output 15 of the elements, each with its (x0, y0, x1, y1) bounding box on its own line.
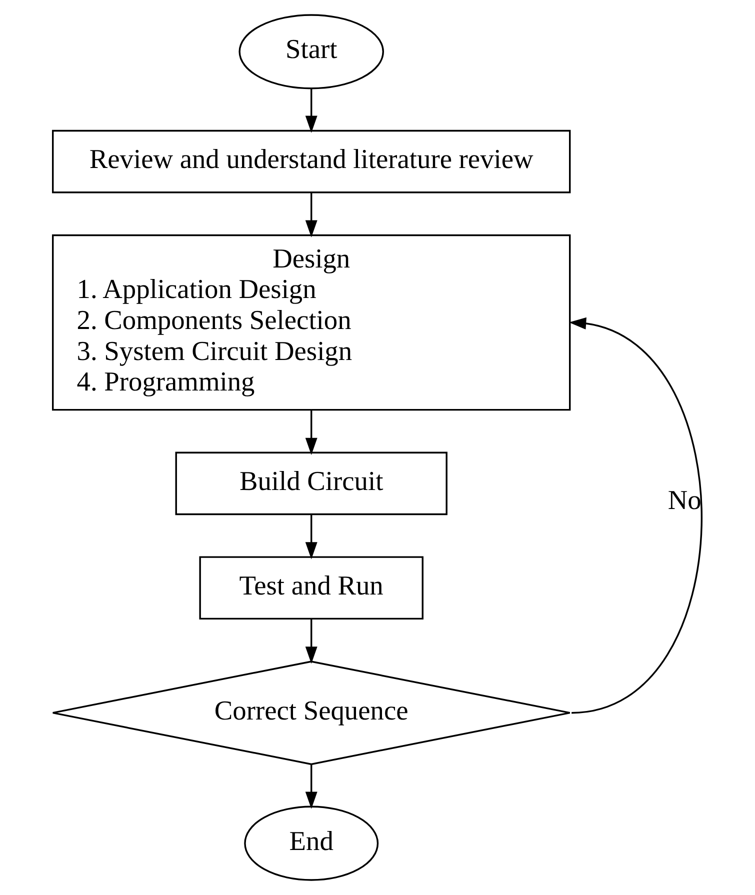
node-ellipse: Start (238, 14, 384, 90)
node-box: Test and Run (199, 556, 424, 620)
arrow (305, 514, 318, 560)
arrow (305, 192, 318, 238)
node-box: Design 1. Application Design 2. Components Selection 3. System Circuit Design 4. Programming (52, 234, 571, 411)
node-diamond: Correct Sequence (52, 660, 571, 766)
arrow (305, 410, 318, 455)
arrow (305, 619, 318, 664)
node-ellipse: End (244, 806, 379, 881)
arrow (568, 317, 702, 714)
node-box: Build Circuit (175, 452, 448, 516)
node-box: Review and understand literature review (52, 130, 571, 194)
arrow (305, 88, 318, 133)
edge-label: No (668, 485, 702, 515)
arrow (305, 764, 318, 809)
